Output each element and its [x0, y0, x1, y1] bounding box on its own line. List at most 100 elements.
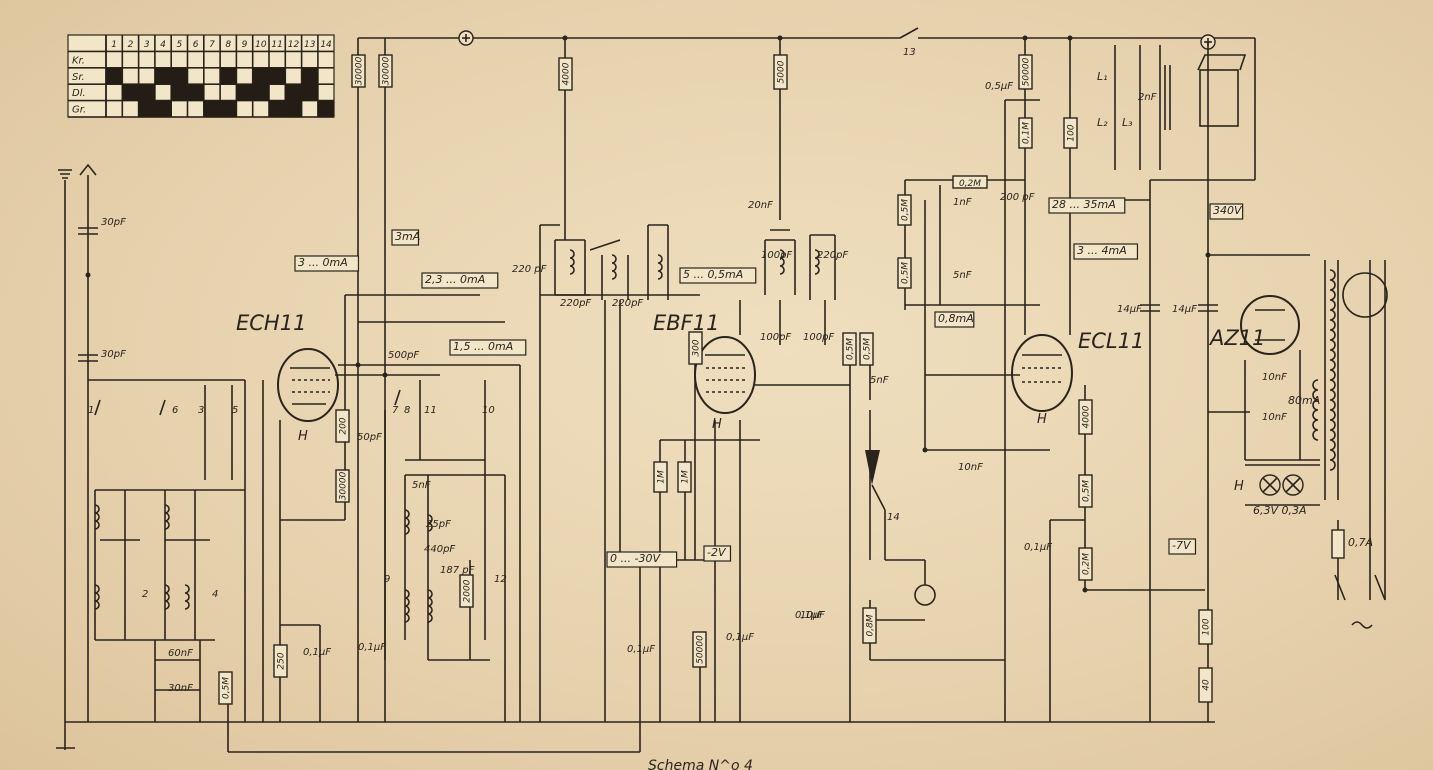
antenna-input: [58, 163, 98, 722]
measurement-annotation: 3 ... 0mA: [298, 256, 348, 269]
measurement-annotation: L₁: [1097, 70, 1108, 83]
capacitor-value: 2nF: [1138, 92, 1157, 103]
resistor-value: 0,5M: [846, 338, 856, 360]
capacitor-value: 14µF: [1117, 304, 1142, 315]
table-cell-filled: [317, 100, 335, 117]
measurement-annotation: 3 ... 4mA: [1077, 244, 1127, 257]
resistor-value: 40: [1202, 679, 1212, 691]
resistor: [842, 332, 857, 366]
table-cell-filled: [203, 100, 221, 117]
tube-name: ECL11: [1078, 329, 1144, 353]
resistor-value: 30000: [355, 56, 365, 85]
measurement-annotation: 0,8mA: [938, 312, 974, 325]
switch-number: 13: [903, 47, 916, 58]
resistor-value: 0,5M: [901, 262, 911, 284]
junction-dots: [85, 35, 1211, 623]
input-coils: [88, 379, 264, 722]
resistor-value: 250: [277, 652, 287, 669]
resistor: [692, 631, 707, 668]
table-cell-filled: [187, 84, 204, 101]
resistor: [862, 607, 877, 644]
resistor-value: 30000: [382, 56, 392, 85]
resistor-value: 0,5M: [1082, 480, 1092, 502]
heater-label: H: [1037, 412, 1047, 427]
measurement-annotation-box: [606, 551, 678, 568]
capacitor-value: 60nF: [168, 648, 193, 659]
capacitor-value: 5nF: [870, 375, 889, 386]
capacitor-value: 0,5µF: [985, 81, 1013, 92]
capacitor-value: 0,1µF: [726, 632, 754, 643]
table-col-header: 1: [111, 40, 117, 50]
table-cell-filled: [285, 100, 302, 117]
resistor: [335, 409, 350, 443]
resistor: [897, 257, 912, 289]
resistor: [952, 175, 988, 189]
resistor-value: 200: [339, 417, 349, 434]
hv-plus-bus: [358, 27, 1255, 50]
resistor-value: 30000: [339, 471, 349, 500]
table-col-header: 5: [176, 40, 182, 50]
resistor-value: 0,5M: [901, 199, 911, 221]
measurement-annotation: 6,3V 0,3A: [1253, 504, 1307, 517]
measurement-annotation: 1,5 ... 0mA: [453, 340, 513, 353]
switch-number: 14: [887, 512, 900, 523]
table-cell-filled: [269, 67, 286, 85]
capacitor-value: 187 pF: [440, 565, 475, 576]
resistor: [459, 574, 474, 608]
ground-bus: [56, 180, 1215, 750]
table-col-header: 13: [304, 40, 316, 50]
switch-number: 12: [494, 574, 507, 585]
measurement-annotation-box: [391, 229, 420, 246]
power-supply: [1208, 254, 1388, 629]
capacitor-value: 5nF: [953, 270, 972, 281]
resistor: [558, 57, 573, 91]
tube-name: ECH11: [236, 311, 306, 335]
resistor: [378, 54, 393, 88]
resistor-value: 4000: [562, 62, 572, 85]
capacitor-value: 20nF: [748, 200, 773, 211]
measurement-annotation: L₂: [1097, 116, 1108, 129]
ech11-tube-symbol: [277, 348, 339, 422]
capacitor-value: 10nF: [1262, 412, 1287, 423]
measurement-annotation-box: [421, 272, 499, 289]
ebf11-wiring: [645, 38, 871, 722]
table-cell-filled: [236, 84, 253, 101]
table-cell-filled: [138, 84, 155, 101]
switch-number: 2: [142, 589, 148, 600]
ecl11-tube-symbol: [1011, 334, 1073, 412]
tube-name: EBF11: [653, 311, 719, 335]
heater-label: H: [712, 417, 722, 432]
measurement-annotation-box: [679, 267, 757, 284]
resistor-value: 0,2M: [1082, 553, 1092, 575]
table-col-header: 11: [271, 40, 282, 50]
measurement-annotation-box: [294, 255, 360, 272]
capacitor-value: 25pF: [426, 519, 451, 530]
measurement-annotation-box: [703, 545, 732, 562]
capacitor-value: 440pF: [424, 544, 455, 555]
capacitor-value: 220pF: [612, 298, 643, 309]
capacitor-value: 500pF: [388, 350, 419, 361]
coil-symbols: [94, 249, 820, 623]
capacitor-value: 10nF: [958, 462, 983, 473]
switch-number: 1: [88, 405, 94, 416]
capacitor-value: 100pF: [803, 332, 834, 343]
capacitor-value: 220pF: [560, 298, 591, 309]
capacitor-value: 50pF: [357, 432, 382, 443]
capacitor-value: 10nF: [1262, 372, 1287, 383]
power-transformer-winding: [1312, 269, 1336, 471]
measurement-annotation: 0,7A: [1348, 536, 1373, 549]
resistor-value: 1M: [681, 470, 691, 484]
resistor: [653, 461, 668, 493]
table-cell-filled: [154, 67, 172, 85]
measurement-annotation-box: [449, 339, 527, 356]
measurement-annotation-box: [1048, 197, 1126, 214]
resistor: [688, 331, 703, 365]
table-col-header: 8: [225, 40, 231, 50]
resistor-value: 2000: [463, 579, 473, 602]
table-cell-filled: [171, 67, 188, 85]
measurement-annotation-box: [934, 311, 975, 328]
resistor: [1018, 117, 1033, 149]
table-cell-filled: [220, 67, 237, 85]
resistor-value: 100: [1202, 618, 1212, 635]
